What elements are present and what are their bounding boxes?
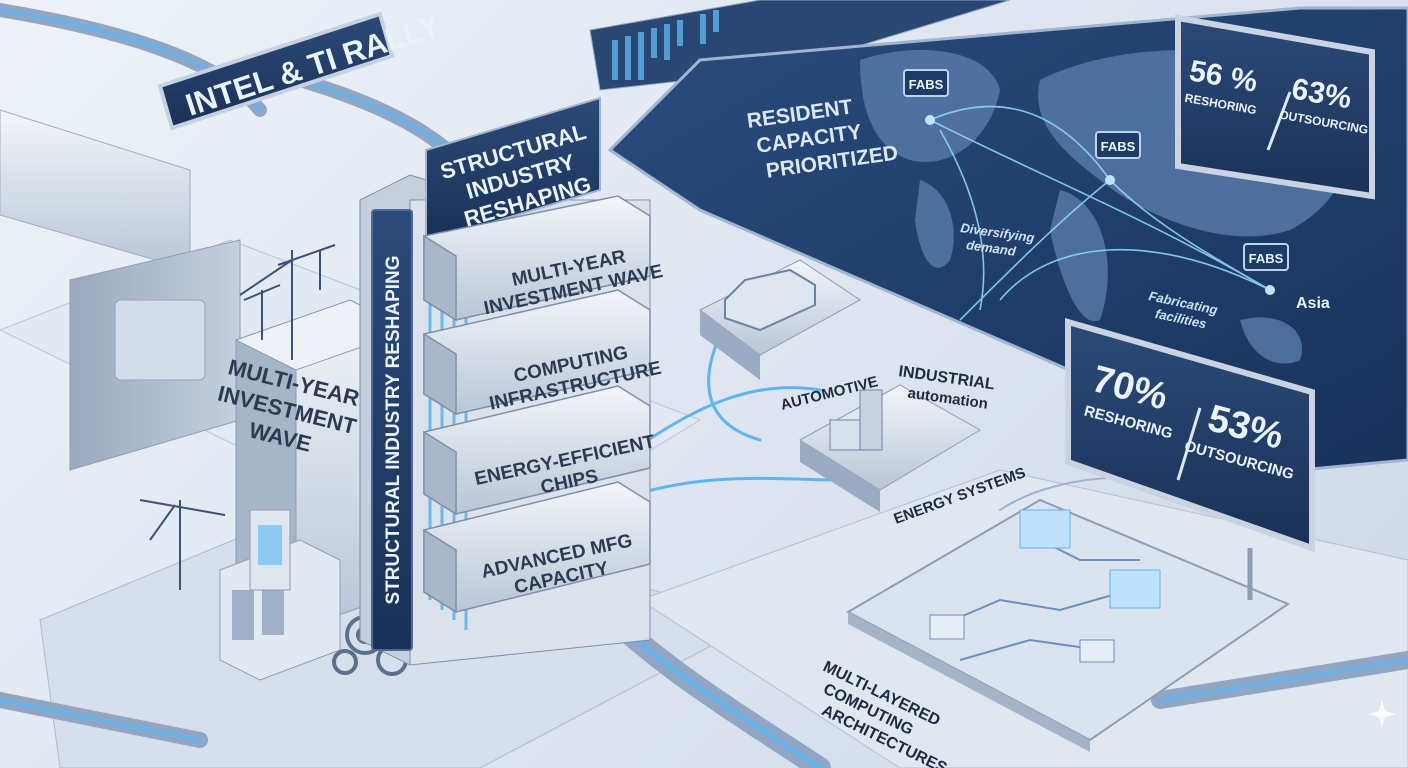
- crane-icon: [139, 244, 336, 590]
- server-cluster: [219, 509, 341, 681]
- tower-layers: [423, 195, 651, 614]
- fabs-marker-3: FABS: [1243, 243, 1289, 271]
- architecture-board: [845, 498, 1291, 752]
- fabs-label: FABS: [1249, 251, 1284, 266]
- diversifying-line-2: demand: [965, 237, 1017, 259]
- automotive-platform: [699, 259, 861, 380]
- fabs-label: FABS: [909, 77, 944, 92]
- rally-sign: [157, 11, 395, 131]
- stats-panel-bottom: [1065, 318, 1315, 600]
- tower-vertical-label: STRUCTURAL INDUSTRY RESHAPING: [383, 255, 404, 604]
- fabs-marker-2: FABS: [1095, 131, 1141, 159]
- fabs-marker-1: FABS: [903, 69, 949, 97]
- industrial-platform: [799, 384, 981, 512]
- asia-label: Asia: [1296, 295, 1330, 312]
- left-machine: [0, 109, 241, 471]
- stats-panel-top: [1175, 14, 1375, 200]
- fabs-label: FABS: [1101, 139, 1136, 154]
- sparkle-icon: [1368, 700, 1396, 728]
